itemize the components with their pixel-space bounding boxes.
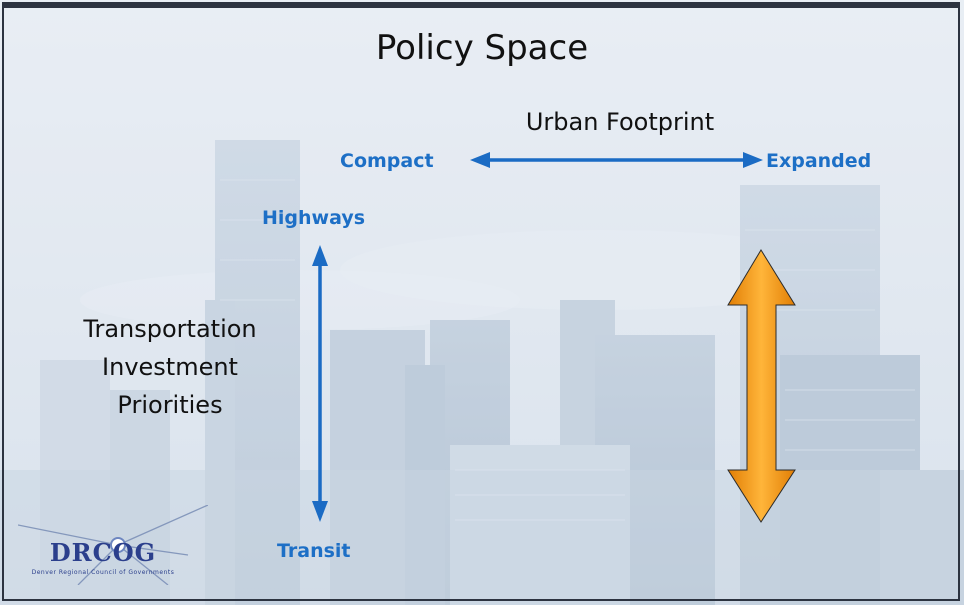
- highways-label: Highways: [262, 207, 366, 229]
- drcog-logo-subtext: Denver Regional Council of Governments: [31, 569, 175, 576]
- urban-footprint-axis-arrow: [470, 152, 763, 168]
- expanded-label: Expanded: [766, 150, 872, 172]
- compact-label: Compact: [340, 150, 434, 172]
- tip-line-1: Transportation: [83, 315, 257, 343]
- drcog-logo-text: DRCOG: [49, 538, 157, 567]
- tip-line-3: Priorities: [117, 391, 223, 419]
- highlight-double-arrow: [727, 249, 796, 523]
- urban-footprint-label: Urban Footprint: [525, 108, 715, 136]
- transportation-axis-arrow: [312, 245, 328, 522]
- transit-label: Transit: [277, 540, 351, 562]
- slide-title: Policy Space: [375, 28, 589, 68]
- tip-line-2: Investment: [102, 353, 238, 381]
- drcog-logo-graphic: [18, 505, 208, 585]
- transportation-investment-priorities-label: Transportation Investment Priorities: [40, 310, 300, 424]
